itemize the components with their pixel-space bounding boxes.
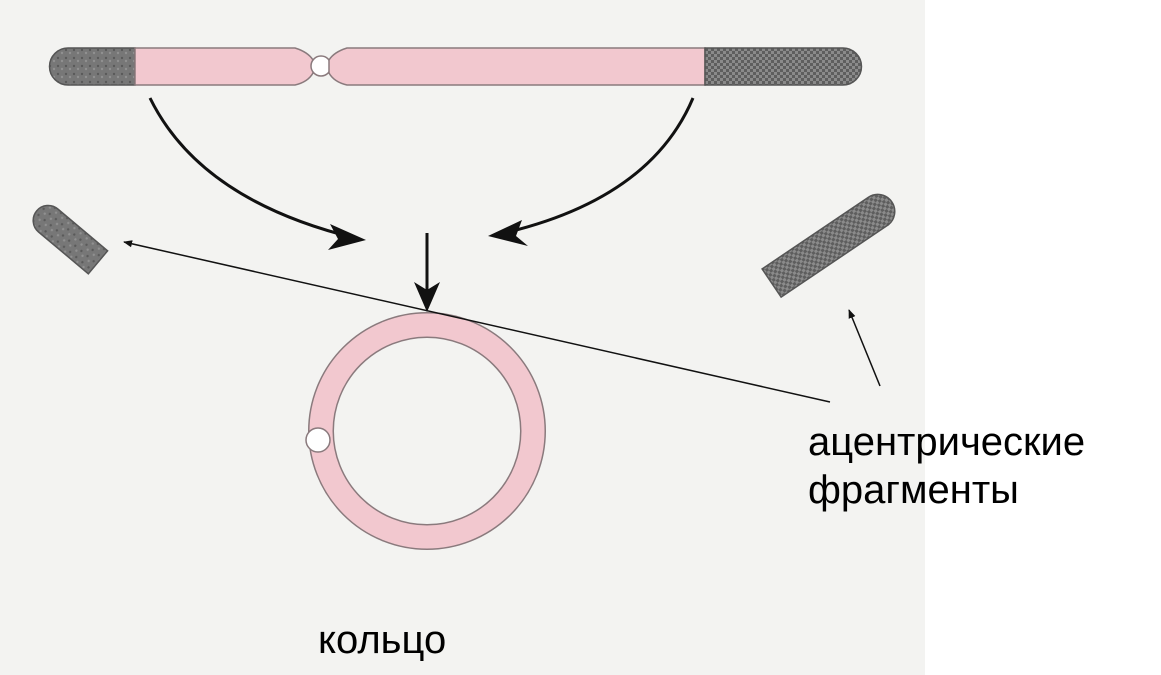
pointer-line-to-left-fragment xyxy=(124,242,830,402)
left-terminal-segment xyxy=(50,48,135,85)
right-acentric-fragment xyxy=(762,188,901,297)
ring-label: кольцо xyxy=(318,616,446,664)
right-curved-arrowhead xyxy=(488,220,528,246)
ring-centromere xyxy=(306,428,330,452)
pointer-line-to-right-fragment xyxy=(849,310,880,386)
left-acentric-fragment xyxy=(27,199,108,273)
acentric-label-line-1: ацентрические xyxy=(808,418,1085,466)
right-terminal-segment xyxy=(705,48,861,85)
acentric-fragments-label: ацентрические фрагменты xyxy=(808,418,1085,514)
left-chromosome-arm xyxy=(135,48,313,85)
right-curved-arrow xyxy=(500,98,693,234)
acentric-label-line-2: фрагменты xyxy=(808,466,1085,514)
linear-chromosome xyxy=(50,48,862,85)
left-curved-arrowhead xyxy=(328,224,366,250)
ring-chromosome xyxy=(306,325,533,537)
centromere xyxy=(311,56,331,76)
right-chromosome-arm xyxy=(329,48,705,85)
left-curved-arrow xyxy=(150,98,355,238)
